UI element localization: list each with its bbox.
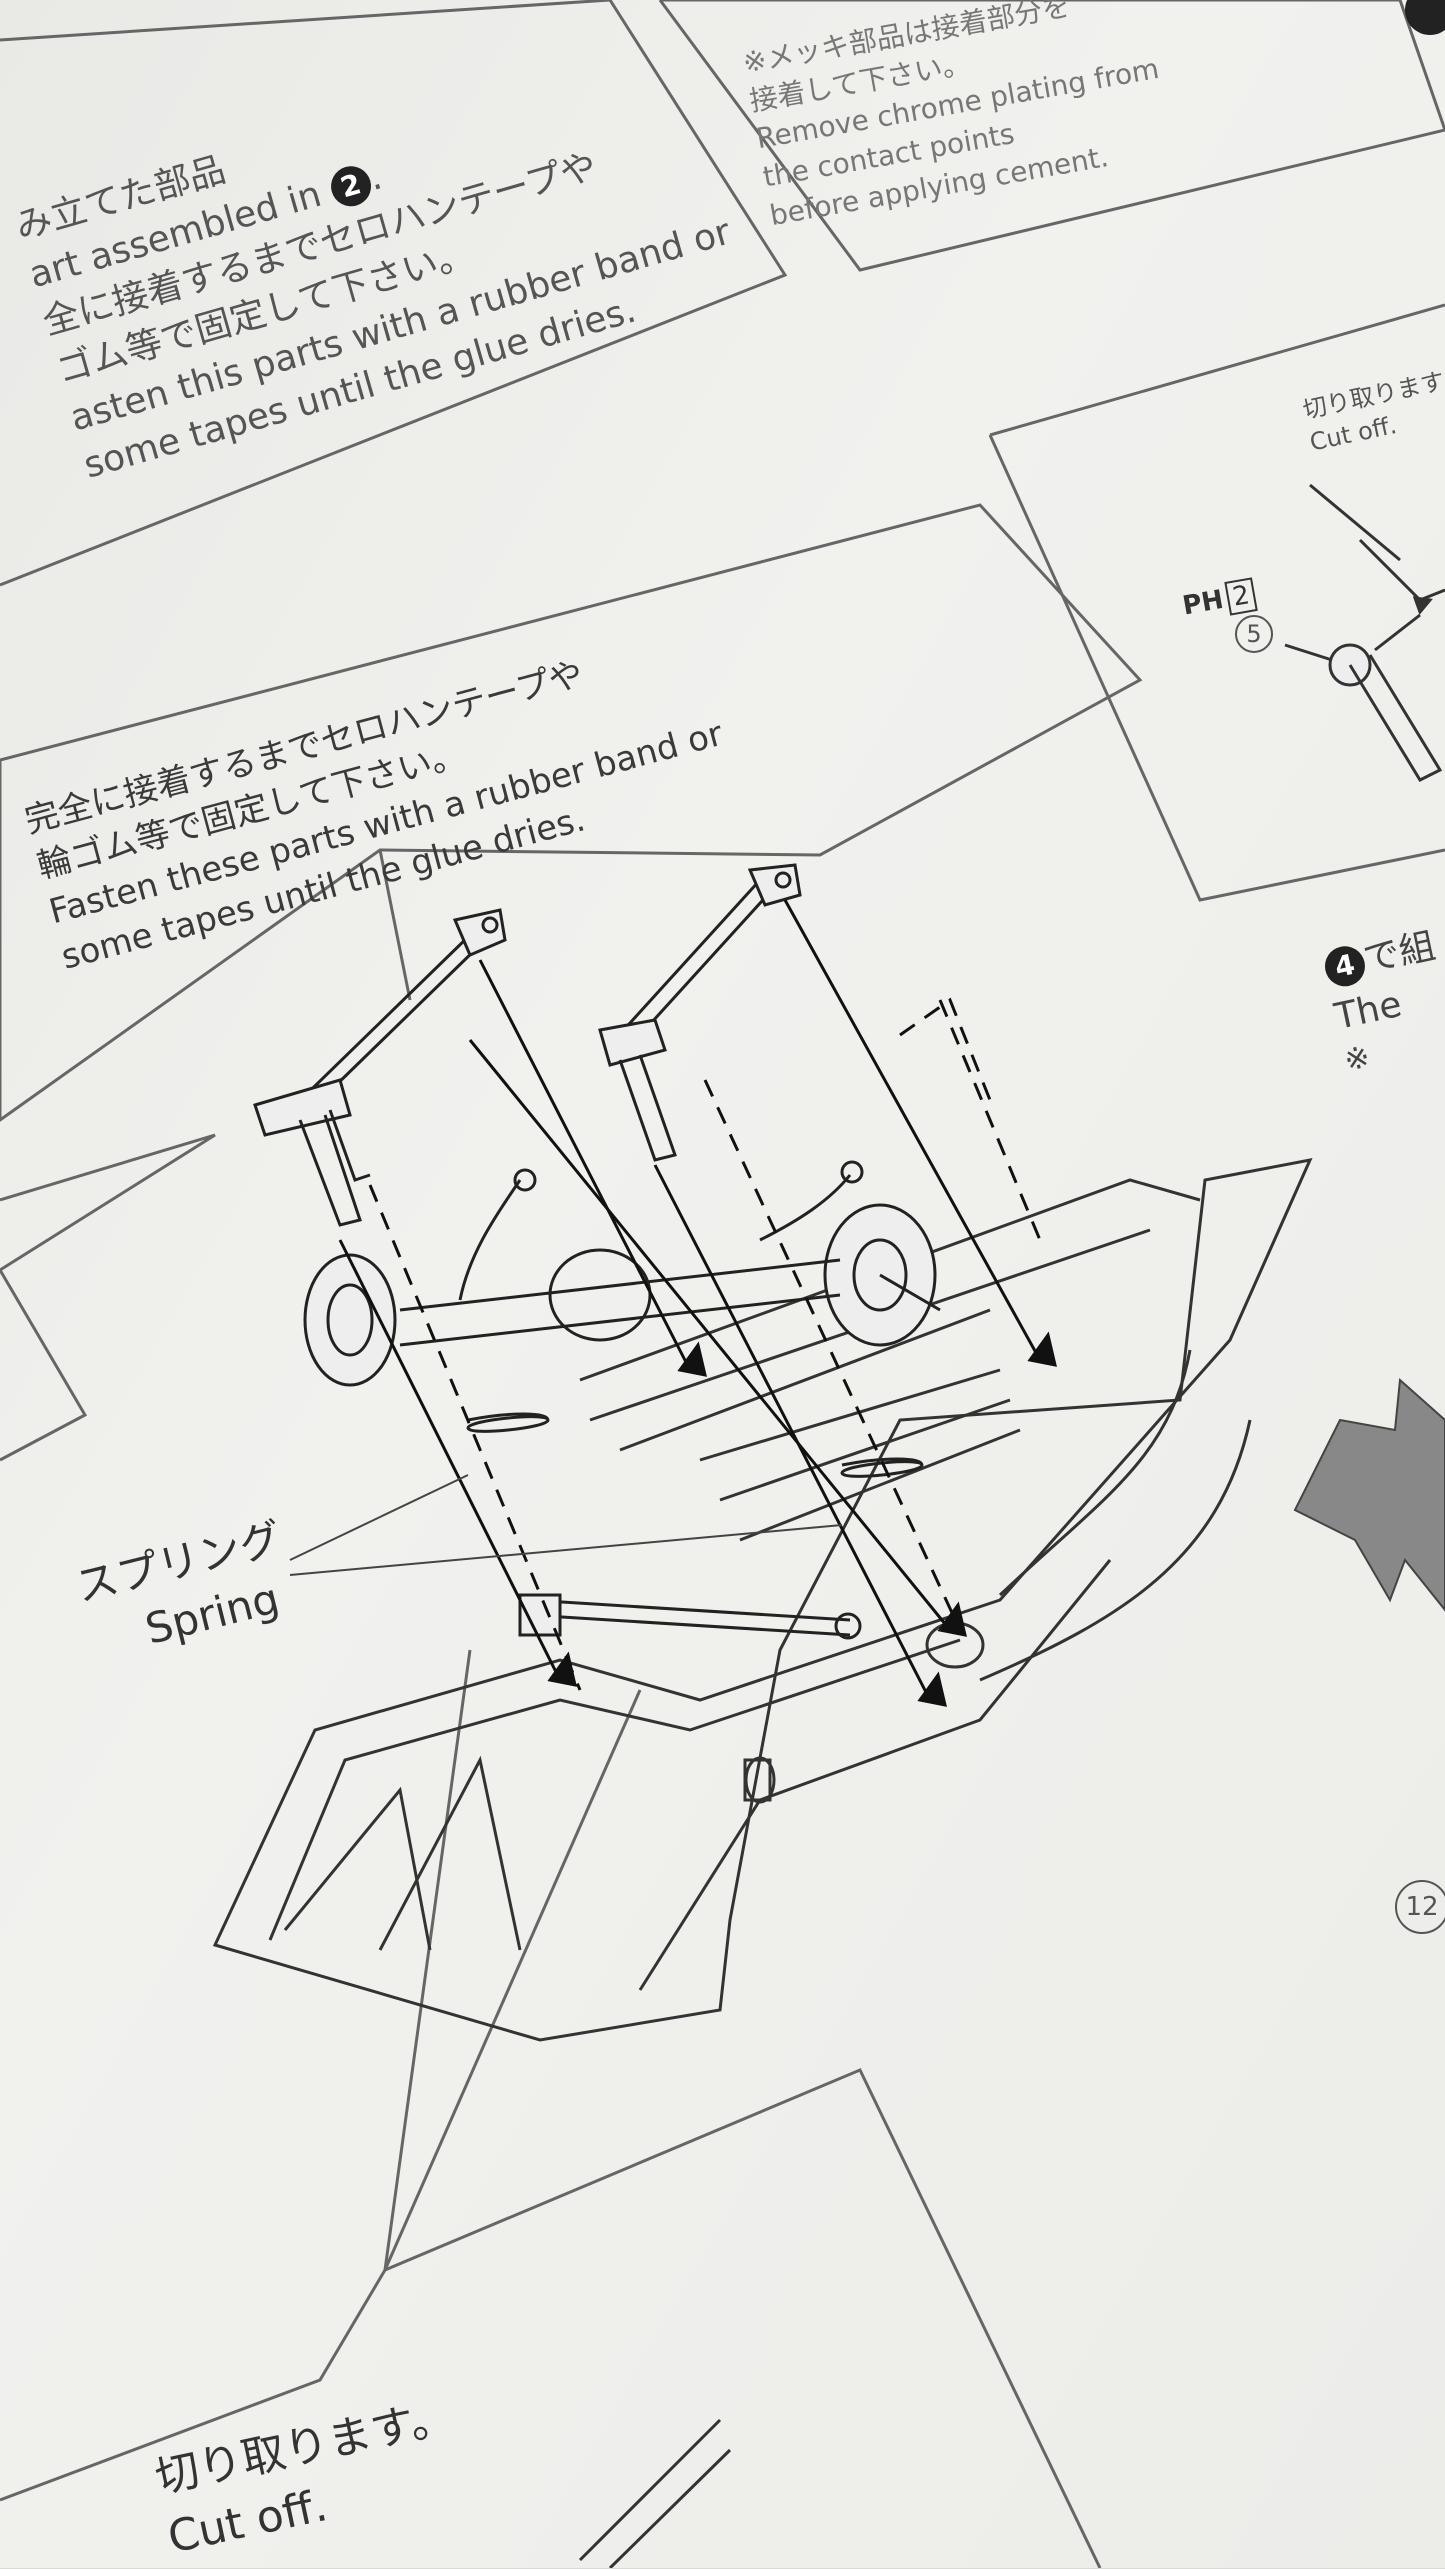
detail-parts bbox=[1284, 483, 1445, 782]
part-number-badge: 5 bbox=[1235, 615, 1273, 653]
lower-link-bar bbox=[518, 1593, 862, 1640]
chassis-drawing bbox=[212, 1157, 1313, 2042]
right-link-bar bbox=[598, 863, 802, 1162]
part-tree-number: 2 bbox=[1224, 577, 1259, 616]
callout-box-detail bbox=[989, 303, 1445, 437]
callout-box-left bbox=[0, 1133, 216, 1272]
left-link-bar bbox=[253, 908, 507, 1227]
assembly-arrows bbox=[338, 899, 1057, 1707]
step4-text-jp: で組 bbox=[1359, 925, 1439, 981]
callout-box-main-note bbox=[0, 503, 1143, 1122]
callout-box-top-left bbox=[0, 0, 788, 587]
part-number-label: 5 bbox=[1235, 615, 1273, 653]
part-tree-letter: PH bbox=[1180, 584, 1226, 622]
step-number-partial: 12 bbox=[1395, 1880, 1445, 1934]
axle-drawing bbox=[303, 1160, 941, 1387]
spring-drawings bbox=[466, 1412, 924, 1478]
step-number-badge: 2 bbox=[326, 161, 376, 211]
next-step-arrow bbox=[1293, 1377, 1445, 1612]
callout-box-top-right bbox=[658, 0, 1445, 272]
